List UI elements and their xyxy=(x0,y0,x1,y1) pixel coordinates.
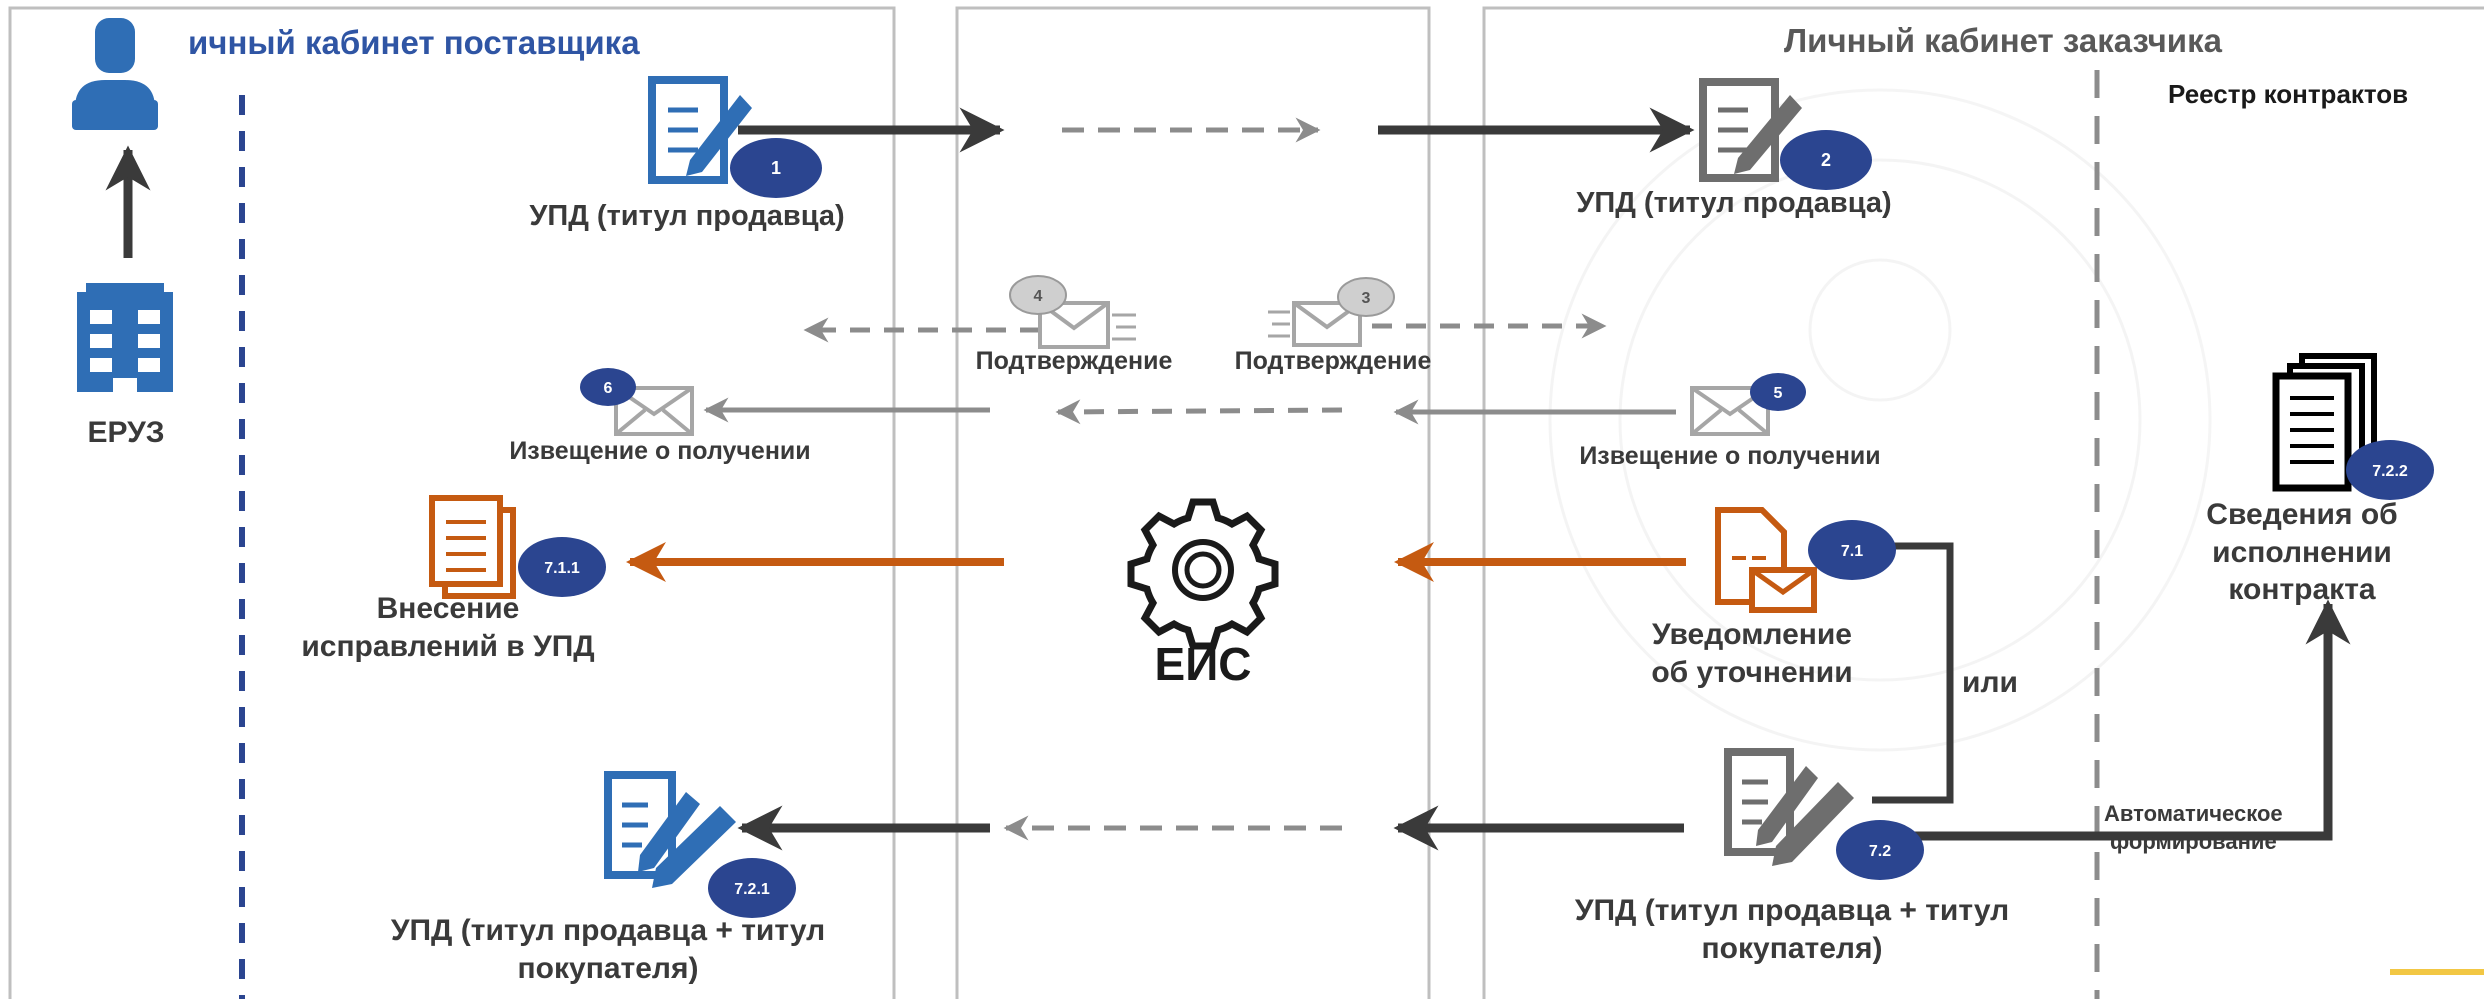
eruz-label: ЕРУЗ xyxy=(87,416,165,449)
supplier-panel xyxy=(8,6,896,999)
step-badge-4: 4 xyxy=(1009,275,1067,315)
correction-label-line-1: Внесение xyxy=(376,592,520,625)
execution-info-line-1: Сведения об xyxy=(2206,498,2398,531)
svg-text:7.2.2: 7.2.2 xyxy=(2372,463,2408,480)
svg-text:1: 1 xyxy=(771,158,781,178)
user-icon xyxy=(72,18,158,130)
svg-text:7.1.1: 7.1.1 xyxy=(544,560,580,577)
svg-text:7.2: 7.2 xyxy=(1869,843,1891,860)
upd-full-supplier-line-2: покупателя) xyxy=(517,951,699,985)
building-icon xyxy=(77,283,173,392)
upd-full-supplier-label: УПД (титул продавца + титул покупателя) xyxy=(391,912,825,987)
upd-full-customer-label: УПД (титул продавца + титул покупателя) xyxy=(1575,892,2009,967)
svg-text:2: 2 xyxy=(1821,150,1831,170)
auto-formation-line-2: формирование xyxy=(2109,828,2277,854)
svg-text:6: 6 xyxy=(604,380,613,397)
upd-full-supplier-line-1: УПД (титул продавца + титул xyxy=(390,914,826,947)
step-badge-7-2: 7.2 xyxy=(1836,820,1924,880)
notice-customer-label: Извещение о получении xyxy=(1579,442,1881,470)
customer-panel xyxy=(1482,6,2484,999)
document-edit-icon-full-supplier xyxy=(604,771,736,888)
clarify-label: Уведомление об уточнении xyxy=(1651,616,1852,691)
upd-full-customer-line-2: покупателя) xyxy=(1701,931,1883,965)
upd-seller-customer-label: УПД (титул продавца) xyxy=(1576,187,1892,219)
notice-supplier-label: Извещение о получении xyxy=(509,437,811,465)
documents-stack-icon xyxy=(2272,353,2377,492)
arrow-notice-eis-dashed xyxy=(1055,399,1343,425)
eis-panel xyxy=(955,6,1431,999)
step-badge-7-2-2: 7.2.2 xyxy=(2346,440,2434,500)
step-badge-7-1: 7.1 xyxy=(1808,520,1896,580)
registry-title: Реестр контрактов xyxy=(2168,79,2409,109)
step-badge-1: 1 xyxy=(730,138,822,198)
svg-text:3: 3 xyxy=(1362,290,1371,307)
svg-text:4: 4 xyxy=(1034,288,1043,305)
confirm-label-3: Подтверждение xyxy=(1234,347,1432,375)
correction-label-line-2: исправлений в УПД xyxy=(301,629,595,663)
supplier-panel-title: ичный кабинет поставщика xyxy=(188,24,640,61)
document-mail-icon-clarify xyxy=(1715,507,1817,613)
or-bracket xyxy=(1872,542,1954,804)
svg-text:5: 5 xyxy=(1774,385,1783,402)
execution-info-line-2: исполнении xyxy=(2212,535,2392,569)
correction-label: Внесение исправлений в УПД xyxy=(301,590,594,665)
upd-full-customer-line-1: УПД (титул продавца + титул xyxy=(1574,894,2010,927)
step-badge-7-1-1: 7.1.1 xyxy=(518,537,606,597)
execution-info-line-3: контракта xyxy=(2228,573,2376,606)
svg-text:7.2.1: 7.2.1 xyxy=(734,881,770,898)
upd-seller-supplier-label: УПД (титул продавца) xyxy=(529,200,845,232)
document-edit-icon-supplier xyxy=(648,76,752,184)
step-badge-5: 5 xyxy=(1750,373,1806,411)
document-edit-icon-customer xyxy=(1699,78,1802,182)
step-badge-6: 6 xyxy=(580,368,636,406)
arrow-auto-formation xyxy=(1878,599,2351,841)
step-badge-3: 3 xyxy=(1337,277,1395,317)
auto-formation-label: Автоматическое формирование xyxy=(2104,800,2283,855)
customer-panel-title: Личный кабинет заказчика xyxy=(1784,22,2222,59)
eis-label: ЕИС xyxy=(1154,638,1252,690)
gear-icon xyxy=(1127,498,1279,650)
confirm-label-4: Подтверждение xyxy=(975,347,1173,375)
envelope-icon-notice-supplier xyxy=(614,386,694,436)
clarify-label-line-2: об уточнении xyxy=(1651,655,1853,689)
svg-text:7.1: 7.1 xyxy=(1841,543,1863,560)
documents-icon-correction xyxy=(429,495,516,599)
document-edit-icon-full-customer xyxy=(1724,748,1854,866)
auto-formation-line-1: Автоматическое xyxy=(2104,801,2283,826)
step-badge-2: 2 xyxy=(1780,130,1872,190)
execution-info-label: Сведения об исполнении контракта xyxy=(2206,496,2397,609)
or-label: или xyxy=(1962,666,2018,699)
step-badge-7-2-1: 7.2.1 xyxy=(708,858,796,918)
background-emblem xyxy=(1548,88,2212,752)
clarify-label-line-1: Уведомление xyxy=(1651,618,1852,651)
